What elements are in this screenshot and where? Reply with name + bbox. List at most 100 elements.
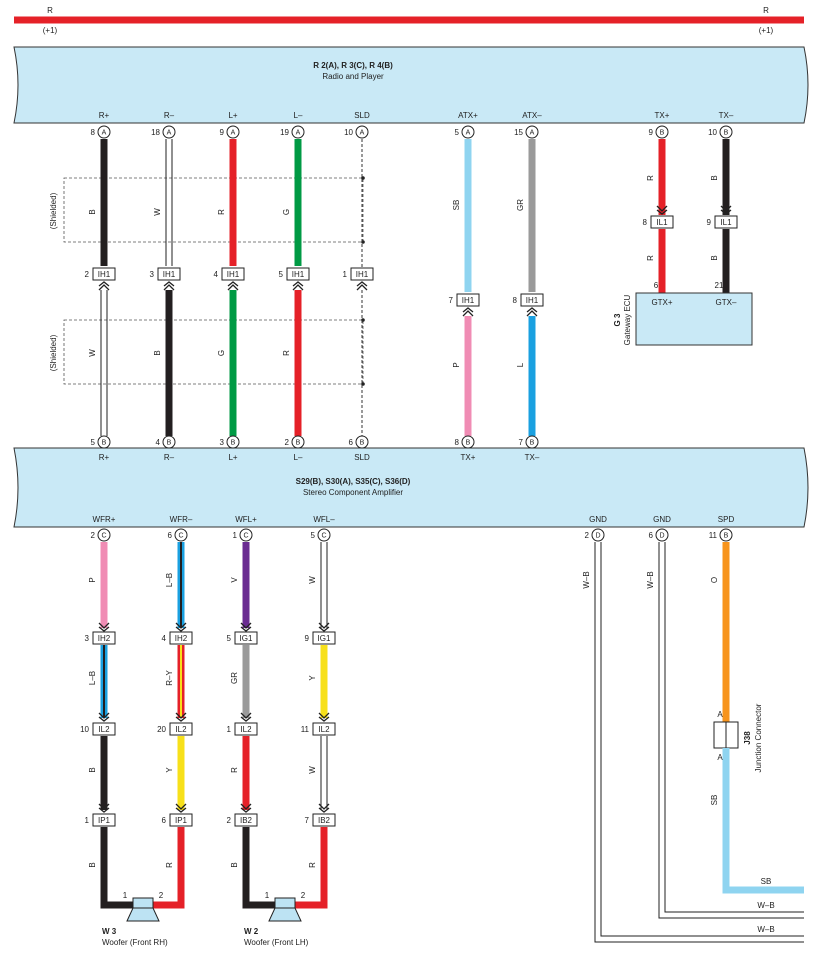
- woofer-conn2-3-pin: 11: [301, 725, 310, 734]
- woofer-conn3-0-name: IP1: [98, 816, 111, 825]
- radio-terminal-6-pin: 15: [514, 128, 523, 137]
- woofer-conn2-arrow-3-a: [318, 712, 330, 719]
- amp-top-terminal-6-circle: [525, 435, 539, 449]
- radio-terminal-7-pin: 9: [649, 128, 654, 137]
- amp-top-terminal-5-circle: [461, 435, 475, 449]
- spd-wire-bottom: [722, 748, 804, 894]
- radio-term-label-0: R+: [99, 111, 110, 120]
- amp-top-terminal-2-circle: [226, 435, 240, 449]
- woofer-conn3-1-pin: 6: [162, 816, 167, 825]
- ih1-connector-5-name: IH1: [462, 296, 475, 305]
- radio-term-label-6: ATX–: [522, 111, 542, 120]
- woofer-conn3-arrow-1-b: [175, 807, 187, 813]
- amp-top-terminal-4-pin: 6: [349, 438, 354, 447]
- amp-top-terminal-1-circle: [162, 435, 176, 449]
- amp-bottom-label-5: GND: [653, 515, 671, 524]
- woofer-seg4-code-1: R: [165, 862, 174, 868]
- radio-terminal-7-letter: B: [660, 130, 665, 137]
- woofer-conn3-arrow-0-b: [98, 807, 110, 813]
- woofer-seg3-code-0: B: [88, 767, 97, 772]
- amp-top-terminal-3-pin: 2: [285, 438, 290, 447]
- ih1-arrow-3-a: [292, 284, 304, 291]
- ih1-connector-1-pin: 3: [150, 270, 155, 279]
- ground-wire-1-a: [658, 542, 804, 919]
- woofer-conn3-arrow-3-a: [318, 803, 330, 810]
- radio-term-label-2: L+: [228, 111, 237, 120]
- radio-term-label-7: TX+: [655, 111, 670, 120]
- woofer-conn1-3-pin: 9: [305, 634, 310, 643]
- ih1-connector-0-pin: 2: [85, 270, 90, 279]
- amp-bottom-label-0: WFR+: [93, 515, 116, 524]
- amp-bottom-terminal-5-pin: 6: [649, 531, 654, 540]
- woofer-conn1-arrow-3-a: [318, 622, 330, 629]
- woofer-conn2-arrow-3-b: [318, 716, 330, 722]
- woofer-conn2-arrow-2-b: [240, 716, 252, 722]
- amp-top-terminal-0-circle: [97, 435, 111, 449]
- il1-connector-1-box: [714, 215, 738, 229]
- woofer-pin2-1: 2: [301, 891, 306, 900]
- ih1-arrow-5-b: [462, 307, 474, 313]
- radio-terminal-8-letter: B: [724, 130, 729, 137]
- amp-bottom-label-3: WFL–: [313, 515, 335, 524]
- woofer-cone-1: [268, 907, 302, 922]
- amp-top-label-0: R+: [99, 453, 110, 462]
- ih1-connector-5-pin: 7: [449, 296, 454, 305]
- ground-out-label-1: W–B: [757, 925, 774, 934]
- il1-connector-1-name: IL1: [720, 218, 732, 227]
- woofer-conn2-arrow-0-a: [98, 712, 110, 719]
- amp-top-terminal-0-pin: 5: [91, 438, 96, 447]
- amp-top-terminal-1-pin: 4: [156, 438, 161, 447]
- radio-terminal-7-circle: [655, 125, 669, 139]
- ih1-connector-4-box: [350, 267, 374, 281]
- ih1-connector-2-box: [221, 267, 245, 281]
- lower-wire-code-5: L: [516, 362, 525, 367]
- woofer-conn1-0-pin: 3: [85, 634, 90, 643]
- ih1-arrow-1-a: [163, 284, 175, 291]
- woofer-name-1: Woofer (Front LH): [244, 938, 309, 947]
- shield-box-lower: [63, 319, 364, 385]
- woofer-conn1-arrow-0-a: [98, 622, 110, 629]
- woofer-conn1-arrow-1-a: [175, 622, 187, 629]
- radio-terminal-1-pin: 18: [151, 128, 160, 137]
- woofer-id-1: W 2: [244, 927, 259, 936]
- amp-bottom-terminal-3-pin: 5: [311, 531, 316, 540]
- woofer-conn2-1-box: [169, 722, 193, 736]
- junction-id: J38: [743, 731, 752, 745]
- ih1-connector-0-box: [92, 267, 116, 281]
- upper-wire-code-4: SB: [452, 200, 461, 211]
- woofer-name-0: Woofer (Front RH): [102, 938, 168, 947]
- ih1-arrow-2-a: [227, 284, 239, 291]
- woofer-conn2-1-pin: 20: [157, 725, 166, 734]
- woofer-conn1-arrow-3-b: [318, 626, 330, 632]
- amp-bottom-terminal-5-circle: [655, 528, 669, 542]
- shield-label-lower: (Shielded): [49, 334, 58, 371]
- woofer-magnet-1: [274, 897, 296, 909]
- gw-wire-left-code: R: [646, 255, 655, 261]
- woofer-conn2-0-name: IL2: [98, 725, 110, 734]
- amp-id: S29(B), S30(A), S35(C), S36(D): [296, 477, 411, 486]
- radio-term-label-1: R–: [164, 111, 175, 120]
- ih1-arrow-1-b: [163, 281, 175, 287]
- amp-bottom-label-2: WFL+: [235, 515, 257, 524]
- upper-wire-code-3: G: [282, 209, 291, 215]
- amp-top-label-3: L–: [294, 453, 303, 462]
- radio-terminal-2-circle: [226, 125, 240, 139]
- woofer-conn3-2-name: IB2: [240, 816, 253, 825]
- amp-bottom-label-4: GND: [589, 515, 607, 524]
- radio-terminal-4-pin: 10: [344, 128, 353, 137]
- ground-wire-1-b: [664, 542, 804, 913]
- top-wire-code-right: R: [763, 6, 769, 15]
- woofer-conn2-3-box: [312, 722, 336, 736]
- woofer-seg1-code-3: W: [308, 576, 317, 584]
- radio-terminal-0-letter: A: [102, 130, 107, 137]
- amp-top-label-5: TX+: [461, 453, 476, 462]
- amp-bottom-terminal-1-circle: [174, 528, 188, 542]
- amp-top-terminal-2-pin: 3: [220, 438, 225, 447]
- junction-pin-bottom: A: [717, 753, 723, 762]
- woofer-magnet-0: [132, 897, 154, 909]
- ih1-connector-3-name: IH1: [292, 270, 305, 279]
- woofer-seg4-1: [151, 827, 185, 909]
- ih1-arrow-4-a: [356, 284, 368, 291]
- il1-connector-1-pin: 9: [707, 218, 712, 227]
- radio-terminal-3-letter: A: [296, 130, 301, 137]
